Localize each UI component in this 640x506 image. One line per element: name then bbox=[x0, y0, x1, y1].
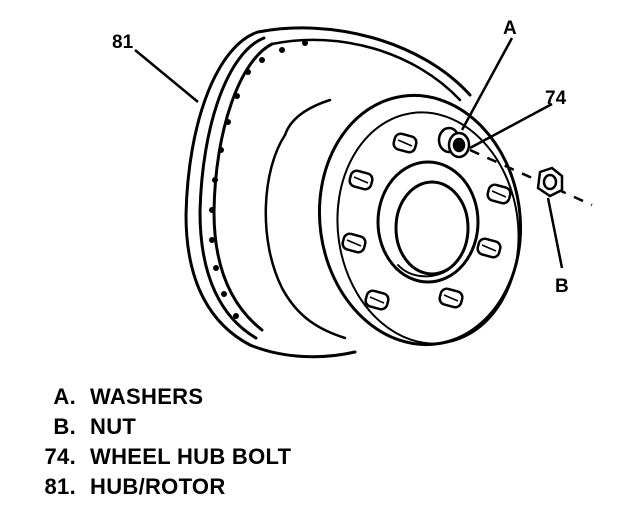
legend-key: A. bbox=[53, 384, 76, 409]
nut bbox=[536, 166, 564, 198]
leader-line-74 bbox=[469, 102, 553, 150]
legend-item: 74. WHEEL HUB BOLT bbox=[28, 442, 448, 472]
legend-text: HUB/ROTOR bbox=[90, 474, 226, 499]
stud bbox=[348, 169, 374, 191]
hub-face bbox=[317, 93, 523, 347]
stud bbox=[341, 232, 367, 254]
stud bbox=[438, 287, 464, 309]
callout-74: 74 bbox=[545, 88, 567, 109]
legend-item: A. WASHERS bbox=[28, 382, 448, 412]
legend-item: B. NUT bbox=[28, 412, 448, 442]
rotor-disc bbox=[184, 26, 472, 359]
stud bbox=[364, 289, 390, 311]
callout-b: B bbox=[555, 276, 569, 297]
callout-a: A bbox=[503, 18, 517, 39]
legend-text: NUT bbox=[90, 414, 137, 439]
hub-barrel bbox=[264, 98, 347, 340]
legend-text: WASHERS bbox=[90, 384, 204, 409]
wheel-studs bbox=[341, 132, 512, 311]
callout-81: 81 bbox=[112, 32, 134, 53]
legend-item: 81. HUB/ROTOR bbox=[28, 472, 448, 502]
bolt-axis-line bbox=[469, 148, 593, 207]
leader-line-81 bbox=[134, 49, 199, 103]
legend-key: 74. bbox=[44, 444, 76, 469]
stud bbox=[476, 237, 502, 259]
stud bbox=[392, 132, 418, 154]
center-bore bbox=[376, 160, 480, 284]
parts-legend: A. WASHERS B. NUT 74. WHEEL HUB BOLT 81.… bbox=[28, 382, 448, 502]
rotor-vent-holes bbox=[209, 40, 308, 319]
legend-text: WHEEL HUB BOLT bbox=[90, 444, 292, 469]
leader-line-a bbox=[460, 37, 514, 131]
leader-line-b bbox=[546, 197, 564, 269]
stud bbox=[486, 183, 512, 205]
legend-key: 81. bbox=[44, 474, 76, 499]
legend-key: B. bbox=[53, 414, 76, 439]
washers bbox=[437, 126, 471, 159]
